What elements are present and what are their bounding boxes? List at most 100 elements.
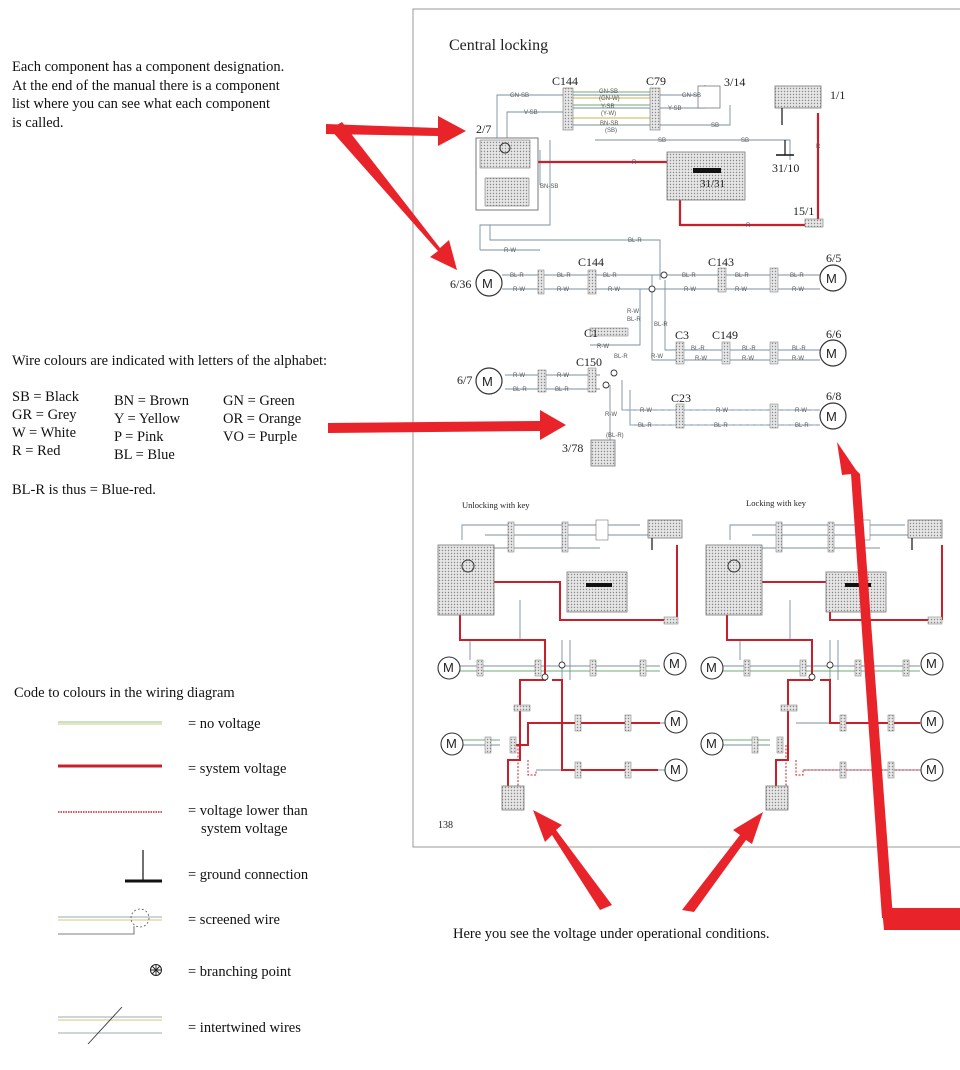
svg-text:M: M (670, 714, 681, 729)
callout-arrows (326, 116, 960, 930)
sub-diagram-locking: M M M M M (700, 519, 944, 811)
wire-label-bl-r-mid-5: BL-R (735, 273, 749, 279)
operational-caption: Here you see the voltage under operation… (453, 926, 770, 942)
subtitle-locking: Locking with key (746, 498, 807, 508)
connector-c149 (721, 341, 731, 365)
connector-c3 (675, 341, 685, 365)
svg-text:M: M (926, 714, 937, 729)
wire-label-r-w-mid-16: R-W (716, 408, 728, 414)
connector-mid-1 (537, 269, 545, 295)
connector-c144-top (562, 87, 574, 131)
wire-label-sb-3: SB (741, 138, 749, 144)
arrow-to-c150 (328, 410, 566, 440)
legend-label-branching: = branching point (188, 964, 292, 980)
diagram-title: Central locking (449, 37, 548, 54)
svg-text:M: M (443, 660, 454, 675)
component-2-7-relay (484, 177, 530, 207)
wire-label-r-w-mid-13: R-W (513, 373, 525, 379)
wire-label-r-w-mid-6: R-W (792, 287, 804, 293)
label-c1: C1 (584, 326, 598, 340)
connector-mid-5 (769, 403, 779, 429)
wire-label-r-w-mid-7: R-W (627, 309, 639, 315)
wire-label-r-w-mid-8: R-W (597, 344, 609, 350)
svg-text:M: M (446, 736, 457, 751)
wire-label-gn-sb: GN-SB (510, 93, 529, 99)
legend-symbol-intertwined (58, 1006, 162, 1045)
wire-label-r-w-mid-17: R-W (795, 408, 807, 414)
wire-label-bl-r-mid-2: BL-R (557, 273, 571, 279)
wire-label-bl-r-mid-3: BL-R (603, 273, 617, 279)
svg-text:M: M (826, 409, 837, 424)
svg-text:M: M (670, 762, 681, 777)
wire-label-bl-r-mid-15: BL-R (638, 423, 652, 429)
wire-label-r-w-mid-2: R-W (557, 287, 569, 293)
top-thin-wires (479, 85, 791, 280)
legend-symbol-ground (125, 850, 162, 883)
legend-label-ground: = ground connection (188, 867, 309, 883)
colour-code: GR = Grey (12, 407, 77, 423)
wire-label-r-w-mid-10: R-W (695, 356, 707, 362)
motor-6-36: M (475, 269, 503, 297)
svg-text:M: M (706, 736, 717, 751)
connector-mid-3 (769, 341, 779, 365)
colour-code: Y = Yellow (114, 411, 181, 427)
label-c149: C149 (712, 328, 738, 342)
svg-text:M: M (482, 276, 493, 291)
top-green-wires (573, 91, 650, 106)
wire-label-gn-sb-3: GN-SB (682, 93, 701, 99)
wire-label-bl-r-mid-4: BL-R (682, 273, 696, 279)
wire-label-bl-r-mid-7: BL-R (627, 317, 641, 323)
wire-label-r-3: R (746, 223, 751, 229)
wire-label-y-sb-2: Y-SB (668, 106, 681, 112)
motor-6-6: M (819, 339, 847, 367)
wire-label-sb-paren: (SB) (605, 128, 617, 134)
label-31-10: 31/10 (772, 161, 799, 175)
legend-heading: Code to colours in the wiring diagram (14, 685, 235, 701)
component-2-7-switch (479, 139, 531, 169)
component-1-1 (774, 85, 822, 109)
wire-label-bl-r-mid-13: BL-R (513, 387, 527, 393)
connector-c144-mid (587, 269, 597, 295)
wire-label-bl-r-mid-9: BL-R (614, 354, 628, 360)
wire-label-sb-2: SB (658, 138, 666, 144)
wire-label-bl-r-mid-11: BL-R (742, 346, 756, 352)
label-31-31: 31/31 (700, 178, 725, 190)
wire-label-bl-r-mid-8: BL-R (654, 322, 668, 328)
intro-line: Each component has a component designati… (12, 59, 285, 75)
label-c3: C3 (675, 328, 689, 342)
label-c144-top: C144 (552, 74, 578, 88)
wire-label-r-w-mid-9: R-W (651, 354, 663, 360)
label-c143: C143 (708, 255, 734, 269)
motor-6-5: M (819, 264, 847, 292)
legend-label-lower-voltage-2: system voltage (201, 821, 288, 837)
intro-text: Each component has a component designati… (12, 58, 284, 132)
wire-label-bn-sb: BN-SB (600, 121, 618, 127)
label-6-8: 6/8 (826, 389, 841, 403)
mid-dashed-wires (622, 409, 820, 426)
colour-code: P = Pink (114, 429, 164, 445)
connector-mid-2 (769, 267, 779, 293)
wire-label-bl-r-mid-14: BL-R (555, 387, 569, 393)
wire-label-bn-sb-2: BN-SB (540, 184, 558, 190)
label-3-14: 3/14 (724, 75, 745, 89)
subtitle-unlocking: Unlocking with key (462, 500, 530, 510)
label-6-36: 6/36 (450, 277, 471, 291)
svg-text:M: M (706, 660, 717, 675)
arrow-to-6-8 (837, 442, 893, 918)
label-c144-mid: C144 (578, 255, 604, 269)
arrow-to-locking-switch (682, 812, 763, 912)
colour-code: GN = Green (223, 393, 295, 409)
wire-label-gn-sb-2: GN-SB (599, 89, 618, 95)
connector-c23 (675, 403, 685, 429)
label-c150: C150 (576, 355, 602, 369)
wire-label-bl-r-mid-6: BL-R (790, 273, 804, 279)
label-3-78: 3/78 (562, 441, 583, 455)
wire-label-r-w-mid-12: R-W (792, 356, 804, 362)
intro-line: At the end of the manual there is a comp… (12, 77, 280, 94)
colour-column-2: BN = Brown Y = Yellow P = Pink BL = Blue (114, 392, 189, 464)
top-yellow-wires (573, 97, 650, 119)
svg-text:M: M (669, 656, 680, 671)
connector-15-1 (804, 218, 824, 228)
svg-text:M: M (826, 271, 837, 286)
